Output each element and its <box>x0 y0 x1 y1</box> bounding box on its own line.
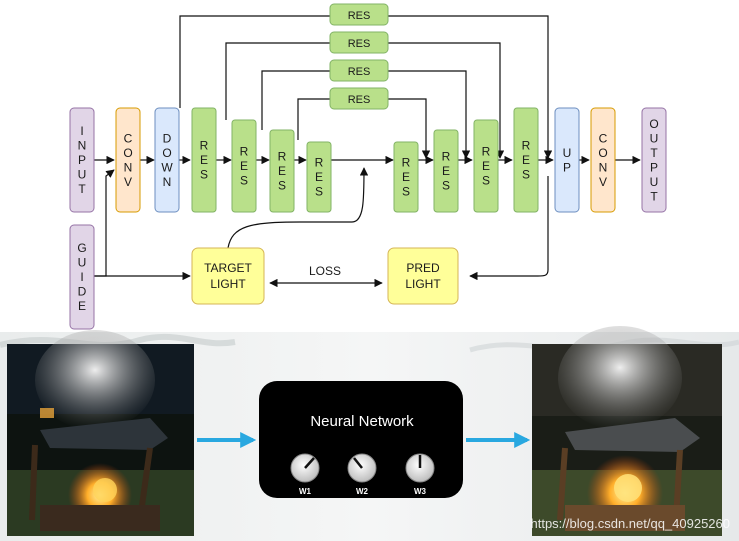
loss-label: LOSS <box>309 264 341 278</box>
connectors <box>94 15 641 288</box>
input-render-image <box>7 330 194 536</box>
knob-w1-label: W1 <box>299 487 312 496</box>
knob-w2-label: W2 <box>356 487 369 496</box>
neural-network-title: Neural Network <box>310 413 414 430</box>
skip-res-labels: RES RES RES RES <box>329 3 389 110</box>
pred-light-box: PRED LIGHT <box>387 247 459 305</box>
skip-res-label-4: RES <box>348 94 371 106</box>
knob-w3-label: W3 <box>414 487 427 496</box>
target-light-line2: LIGHT <box>210 277 246 291</box>
neural-network-box: Neural Network W1 W2 W3 <box>259 381 463 498</box>
skip-res-label-3: RES <box>348 66 371 78</box>
bottom-illustration: Neural Network W1 W2 W3 <box>0 326 739 541</box>
output-render-image <box>532 326 722 536</box>
knob-w2[interactable]: W2 <box>347 453 377 496</box>
knob-w1[interactable]: W1 <box>290 453 320 496</box>
pred-light-line2: LIGHT <box>405 277 441 291</box>
target-light-line1: TARGET <box>204 261 252 275</box>
watermark-text: https://blog.csdn.net/qq_40925260 <box>531 516 731 531</box>
skip-res-label-2: RES <box>348 38 371 50</box>
pred-light-line1: PRED <box>406 261 440 275</box>
knob-w3[interactable]: W3 <box>405 453 435 496</box>
skip-res-label-1: RES <box>348 10 371 22</box>
target-light-box: TARGET LIGHT <box>191 247 265 305</box>
